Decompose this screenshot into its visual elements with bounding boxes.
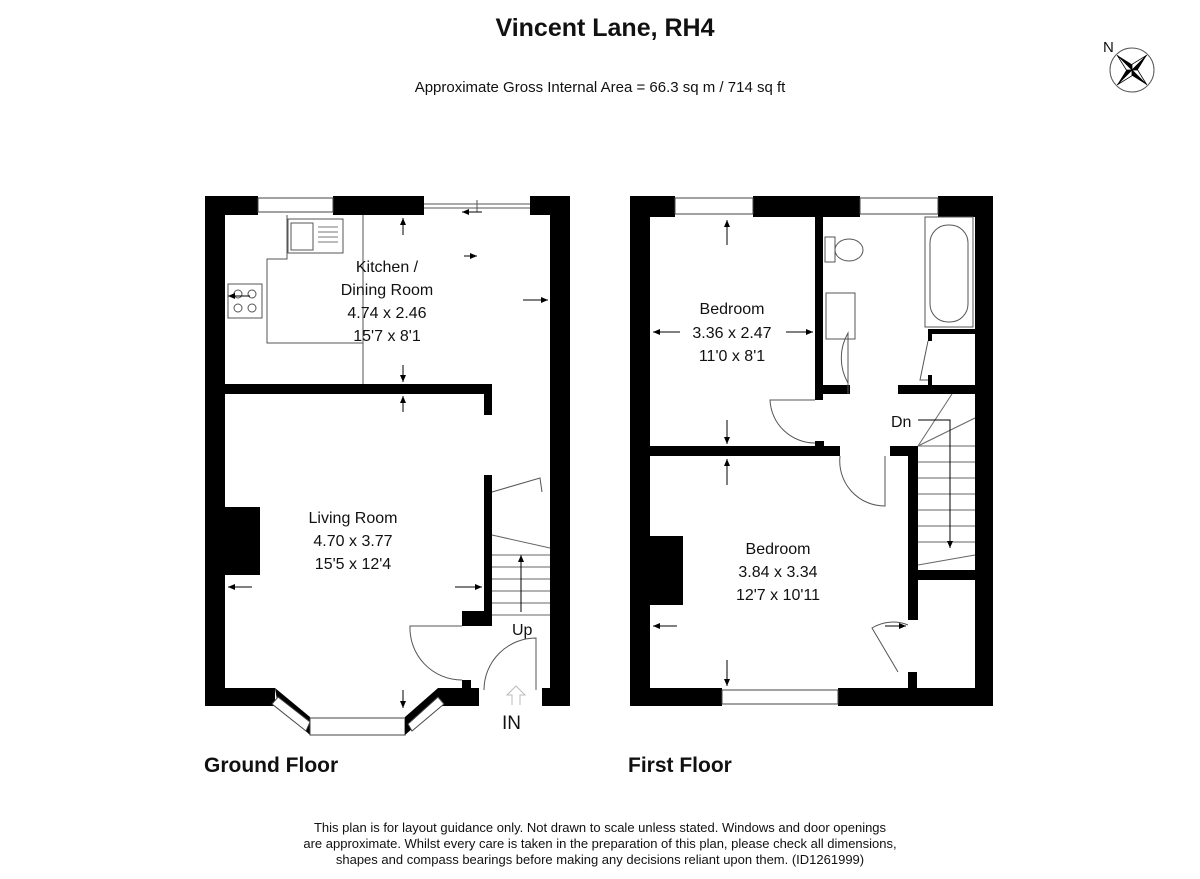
svg-text:shapes and compass bearings be: shapes and compass bearings before makin…	[336, 852, 864, 867]
svg-text:Kitchen /: Kitchen /	[356, 259, 419, 276]
entrance-label: IN	[502, 713, 521, 734]
first-floor-plan: Bedroom 3.36 x 2.47 11'0 x 8'1 Bedroom 3…	[630, 196, 993, 706]
svg-text:3.84 x 3.34: 3.84 x 3.34	[738, 564, 817, 581]
room-living: Living Room 4.70 x 3.77 15'5 x 12'4	[309, 510, 398, 573]
room-bedroom-1: Bedroom 3.36 x 2.47 11'0 x 8'1	[692, 301, 771, 365]
ground-floor-plan: Kitchen / Dining Room 4.74 x 2.46 15'7 x…	[205, 196, 570, 736]
room-bedroom-2: Bedroom 3.84 x 3.34 12'7 x 10'11	[736, 541, 820, 604]
svg-text:Living Room: Living Room	[309, 510, 398, 527]
svg-text:Dining Room: Dining Room	[341, 282, 433, 299]
disclaimer: This plan is for layout guidance only. N…	[303, 820, 896, 867]
svg-text:N: N	[1103, 39, 1114, 56]
svg-text:Bedroom: Bedroom	[746, 541, 811, 558]
stairs-up-label: Up	[512, 622, 533, 639]
svg-text:This plan is for layout guidan: This plan is for layout guidance only. N…	[314, 820, 887, 835]
svg-text:4.70 x 3.77: 4.70 x 3.77	[313, 533, 392, 550]
compass-rose-icon: N	[1103, 39, 1155, 93]
stairs-down-label: Dn	[891, 414, 911, 431]
svg-text:are approximate. Whilst every: are approximate. Whilst every care is ta…	[303, 836, 896, 851]
svg-text:11'0 x 8'1: 11'0 x 8'1	[699, 348, 765, 365]
room-kitchen-dining: Kitchen / Dining Room 4.74 x 2.46 15'7 x…	[341, 259, 433, 345]
svg-text:3.36 x 2.47: 3.36 x 2.47	[692, 325, 771, 342]
plan-title: Vincent Lane, RH4	[495, 14, 714, 42]
first-floor-label: First Floor	[628, 754, 732, 777]
svg-text:Bedroom: Bedroom	[700, 301, 765, 318]
svg-text:15'7 x 8'1: 15'7 x 8'1	[353, 328, 421, 345]
svg-text:4.74 x 2.46: 4.74 x 2.46	[347, 305, 426, 322]
gross-area: Approximate Gross Internal Area = 66.3 s…	[415, 79, 786, 96]
svg-text:12'7 x 10'11: 12'7 x 10'11	[736, 587, 820, 604]
svg-text:15'5 x 12'4: 15'5 x 12'4	[315, 556, 391, 573]
ground-floor-label: Ground Floor	[204, 754, 338, 777]
